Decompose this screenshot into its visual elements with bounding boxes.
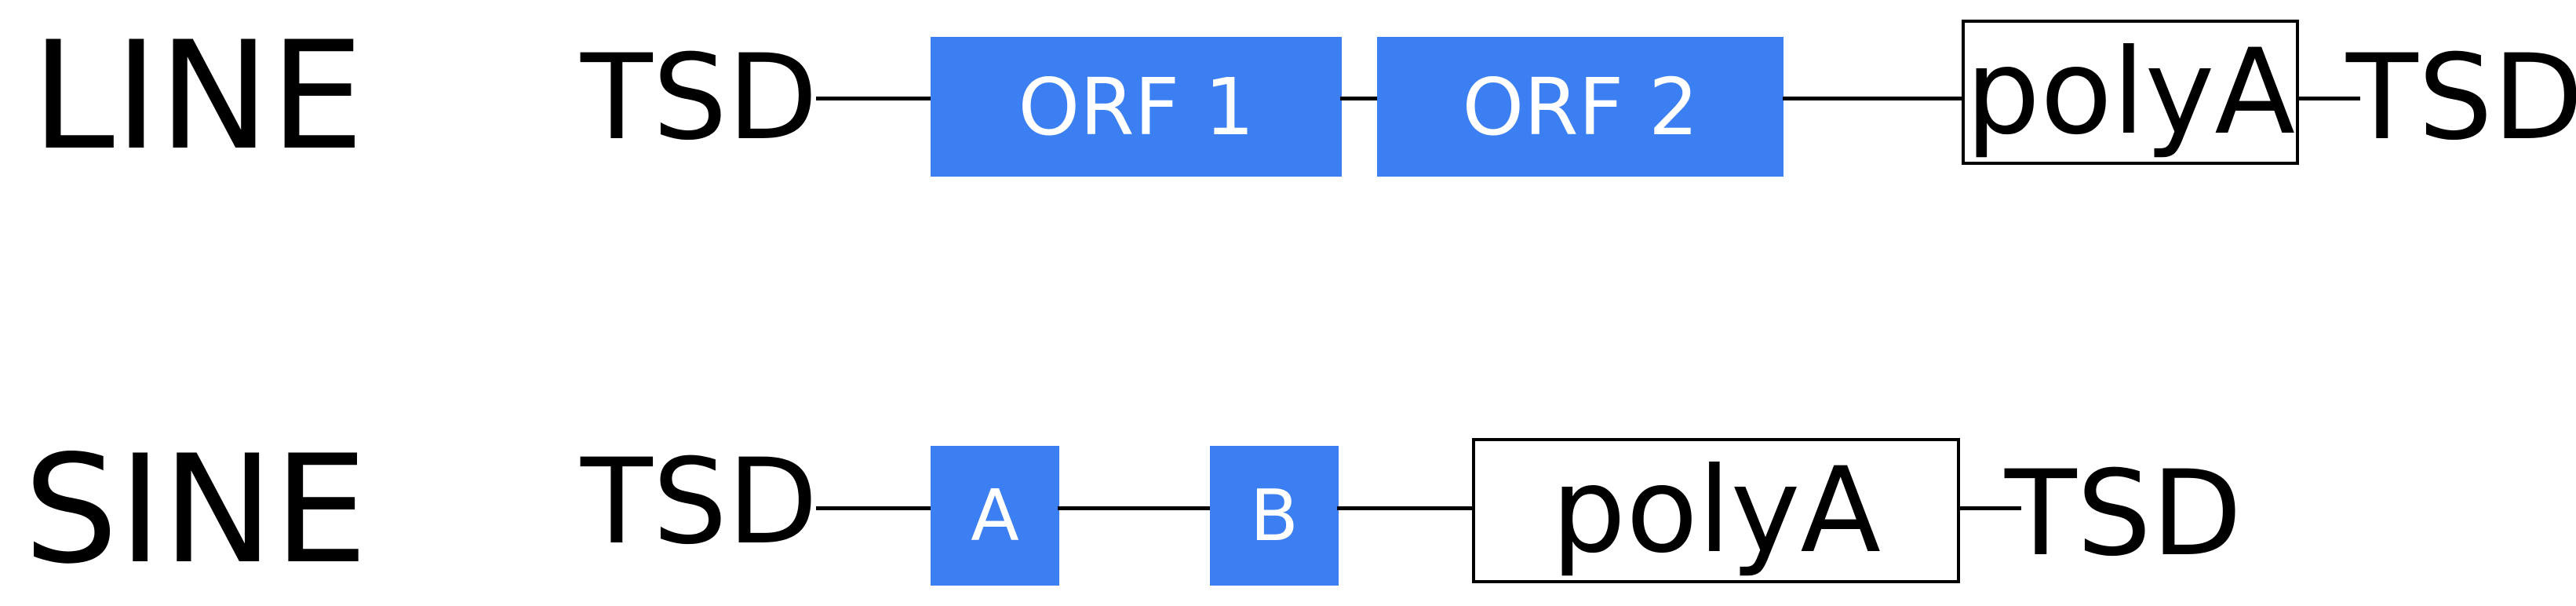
sine-connector-4 — [1958, 506, 2021, 510]
sine-box-b: B — [1210, 446, 1339, 586]
line-orf1-box: ORF 1 — [931, 37, 1342, 177]
line-row-label: LINE — [31, 9, 365, 183]
sine-right-tsd: TSD — [2005, 446, 2243, 582]
line-right-tsd: TSD — [2346, 30, 2576, 166]
sine-polya-label: polyA — [1550, 442, 1882, 579]
line-polya-label: polyA — [1965, 24, 2296, 161]
line-connector-4 — [2297, 97, 2360, 100]
sine-connector-1 — [816, 506, 934, 510]
line-connector-3 — [1783, 97, 1965, 100]
sine-connector-3 — [1337, 506, 1474, 510]
line-connector-2 — [1340, 97, 1379, 100]
sine-polya-box: polyA — [1472, 438, 1960, 583]
line-polya-box: polyA — [1962, 20, 2299, 165]
sine-left-tsd: TSD — [581, 434, 818, 571]
line-left-tsd: TSD — [581, 30, 818, 166]
line-orf1-label: ORF 1 — [1018, 60, 1255, 153]
sine-row-label: SINE — [24, 423, 368, 597]
sine-box-a-label: A — [971, 474, 1019, 557]
sine-box-a: A — [931, 446, 1059, 586]
line-connector-1 — [816, 97, 934, 100]
line-orf2-box: ORF 2 — [1377, 37, 1784, 177]
line-orf2-label: ORF 2 — [1462, 60, 1699, 153]
sine-connector-2 — [1058, 506, 1211, 510]
sine-box-b-label: B — [1250, 474, 1299, 557]
